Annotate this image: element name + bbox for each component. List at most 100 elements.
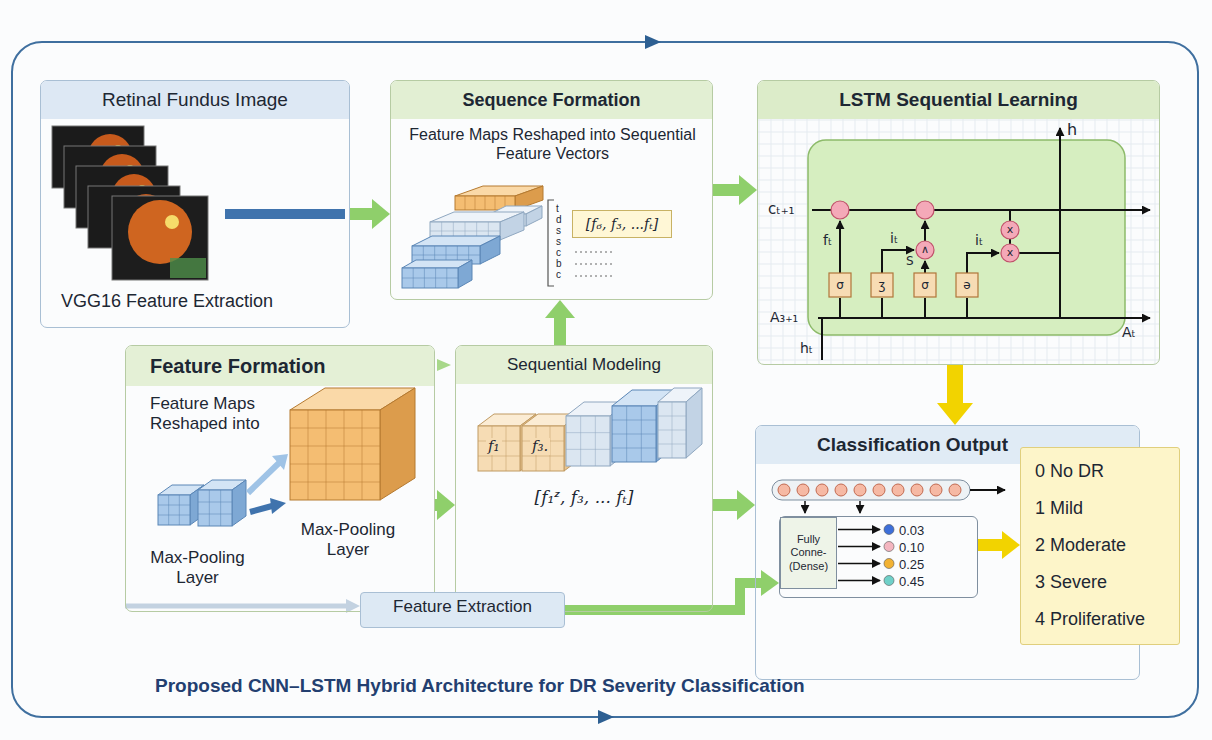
- cube-grid: [580, 416, 581, 466]
- feature-cube: [290, 388, 415, 500]
- cube-grid: [290, 428, 380, 429]
- flow-arrow: [350, 208, 377, 220]
- cube-grid: [566, 449, 610, 450]
- grid-line: [758, 348, 1159, 349]
- operator-symbol: ∧: [917, 243, 933, 257]
- panel-description: Feature Maps Reshaped into: [150, 394, 285, 435]
- cube-grid: [612, 420, 656, 421]
- panel-caption: VGG16 Feature Extraction: [61, 291, 341, 313]
- vector-unit: [930, 484, 942, 496]
- output-gate-line: [967, 253, 999, 273]
- vector-unit: [892, 484, 904, 496]
- index-column: t d s s c b c: [556, 203, 564, 280]
- pointwise-op: [916, 241, 934, 259]
- vector-unit: [816, 484, 828, 496]
- cube-front: [402, 268, 458, 288]
- input-gate-line: [882, 250, 914, 273]
- probability-dot: [884, 525, 894, 535]
- optic-disc: [165, 215, 179, 229]
- class-list: 0 No DR1 Mild2 Moderate3 Severe4 Prolife…: [1020, 447, 1180, 645]
- cube-grid: [198, 502, 232, 503]
- probability-dot: [884, 576, 894, 586]
- output-link: [1019, 252, 1060, 254]
- cube-side: [380, 388, 415, 500]
- grid-line: [758, 360, 1159, 361]
- flow-arrow: [125, 604, 350, 609]
- fundus-overlay: [170, 258, 206, 278]
- pointwise-op: [1001, 244, 1019, 262]
- cube-grid: [179, 495, 180, 525]
- panel-description: Feature Maps Reshaped into Sequential Fe…: [407, 125, 698, 163]
- cube-grid: [209, 490, 210, 526]
- cube-grid: [522, 456, 564, 457]
- cube-side: [232, 480, 246, 526]
- cube-grid: [326, 410, 327, 500]
- gate-input-line: [839, 298, 841, 318]
- symbol-label: h: [1067, 121, 1077, 139]
- cube-grid: [158, 515, 190, 516]
- cube-grid: [465, 196, 466, 210]
- cell-state-line: [812, 209, 1150, 211]
- feature-vector: [772, 480, 970, 500]
- gate-box: [956, 273, 978, 297]
- class-label: 2 Moderate: [1035, 534, 1126, 556]
- gate-input-line: [881, 298, 883, 318]
- flow-arrow: [947, 365, 963, 410]
- cube-grid: [566, 432, 610, 433]
- panel-title: Retinal Fundus Image: [41, 81, 349, 119]
- sequence-vector: [f₆, f₃, ...fₜ]: [572, 210, 672, 238]
- grid-line: [758, 120, 1159, 121]
- cube-grid: [485, 196, 486, 210]
- cube-grid: [506, 426, 507, 471]
- probability-value: 0.10: [899, 539, 924, 556]
- flow-arrow: [713, 499, 742, 511]
- process-panel: Sequence FormationFeature Maps Reshaped …: [390, 80, 713, 300]
- forget-gate-line: [839, 221, 841, 273]
- cube-grid: [362, 410, 363, 500]
- dotted-row: [575, 264, 612, 265]
- feature-label: f₃.: [530, 438, 550, 455]
- frame-arrow: [598, 710, 614, 724]
- gate-input-line: [966, 298, 968, 318]
- probability-dot: [884, 542, 894, 552]
- probability-arrow: [838, 563, 880, 564]
- layer-label: Max-Pooling Layer: [288, 520, 408, 559]
- process-panel: Feature FormationFeature Maps Reshaped i…: [125, 345, 435, 612]
- operator-symbol: x: [1002, 223, 1018, 237]
- operator-symbol: x: [1002, 246, 1018, 260]
- dotted-row: [575, 276, 612, 277]
- frame-arrow: [645, 35, 661, 49]
- pooling-arrow-head: [270, 498, 286, 514]
- cube-front: [612, 406, 656, 462]
- gate-symbol: ə: [956, 276, 978, 294]
- probability-value: 0.45: [899, 573, 924, 590]
- vector-unit: [778, 484, 790, 496]
- feature-label: f₁: [486, 438, 502, 455]
- fundus-image: [112, 196, 208, 280]
- vector-unit: [797, 484, 809, 496]
- cube-side: [686, 388, 702, 458]
- input-panel: Retinal Fundus ImageVGG16 Feature Extrac…: [40, 80, 350, 328]
- candidate-line: [924, 221, 926, 241]
- process-panel: Sequential Modeling: [455, 345, 713, 612]
- cube-grid: [612, 434, 656, 435]
- candidate-line: [924, 261, 926, 273]
- cube-grid: [595, 416, 596, 466]
- symbol-label: cₜ₊₁: [768, 201, 795, 218]
- vector-unit: [911, 484, 923, 496]
- cube-grid: [430, 231, 500, 232]
- vector-unit: [873, 484, 885, 496]
- class-label: 0 No DR: [1035, 460, 1104, 482]
- vector-arrow: [970, 489, 1005, 491]
- cube-side: [526, 206, 542, 226]
- cube-grid: [475, 196, 476, 210]
- flow-arrow: [435, 499, 442, 511]
- cube-grid: [290, 482, 380, 483]
- pooling-arrow: [250, 506, 272, 512]
- cube-grid: [168, 495, 169, 525]
- gate-box: [871, 273, 893, 297]
- gate-symbol: σ: [829, 276, 851, 294]
- bracket: [548, 200, 554, 286]
- cube-grid: [308, 410, 309, 500]
- probability-arrow: [838, 529, 880, 530]
